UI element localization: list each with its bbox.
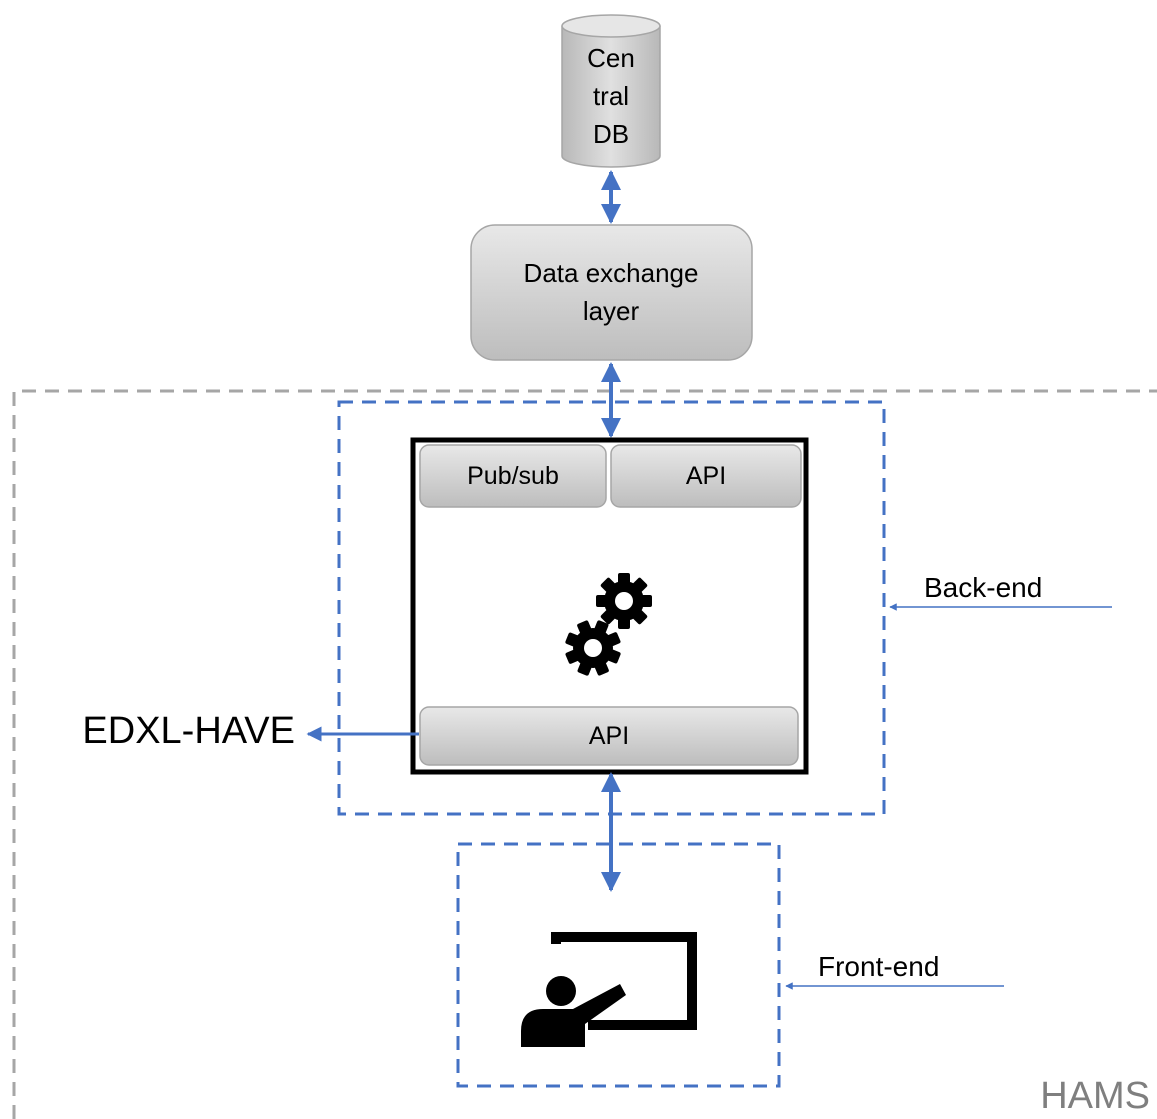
frontend-label: Front-end: [818, 951, 939, 982]
pub-sub-node: Pub/sub: [419, 444, 607, 508]
central-db-label-line1: Cen: [587, 43, 635, 73]
central-db-label-line3: DB: [593, 119, 629, 149]
edxl-have-label: EDXL-HAVE: [82, 710, 295, 752]
central-db-node: Cen tral DB: [561, 14, 661, 168]
api-top-label: API: [686, 462, 726, 490]
gears-icon: [565, 573, 652, 676]
backend-label: Back-end: [924, 572, 1042, 603]
presentation-board-icon: [521, 932, 697, 1047]
hams-label: HAMS: [1040, 1075, 1150, 1117]
api-bottom-node: API: [419, 706, 799, 766]
data-exchange-label-line1: Data exchange: [524, 258, 699, 288]
hams-boundary: [12, 389, 1157, 1119]
data-exchange-label-line2: layer: [583, 296, 640, 326]
data-exchange-layer-node: Data exchange layer: [470, 224, 753, 361]
frontend-boundary: [456, 842, 781, 1088]
central-db-label-line2: tral: [593, 81, 629, 111]
api-top-node: API: [610, 444, 802, 508]
api-bottom-label: API: [589, 722, 629, 750]
pub-sub-label: Pub/sub: [467, 462, 559, 490]
